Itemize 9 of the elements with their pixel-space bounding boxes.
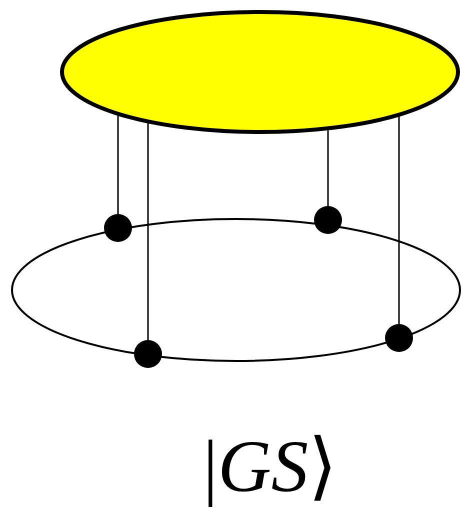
site-dot <box>134 340 162 368</box>
site-dot <box>385 324 413 352</box>
connector-line <box>117 116 119 214</box>
connector-line <box>327 130 329 206</box>
connector-line <box>147 123 149 340</box>
site-dot <box>314 206 342 234</box>
site-dot <box>104 214 132 242</box>
disk-ellipse <box>60 10 460 134</box>
connector-line <box>398 116 400 324</box>
